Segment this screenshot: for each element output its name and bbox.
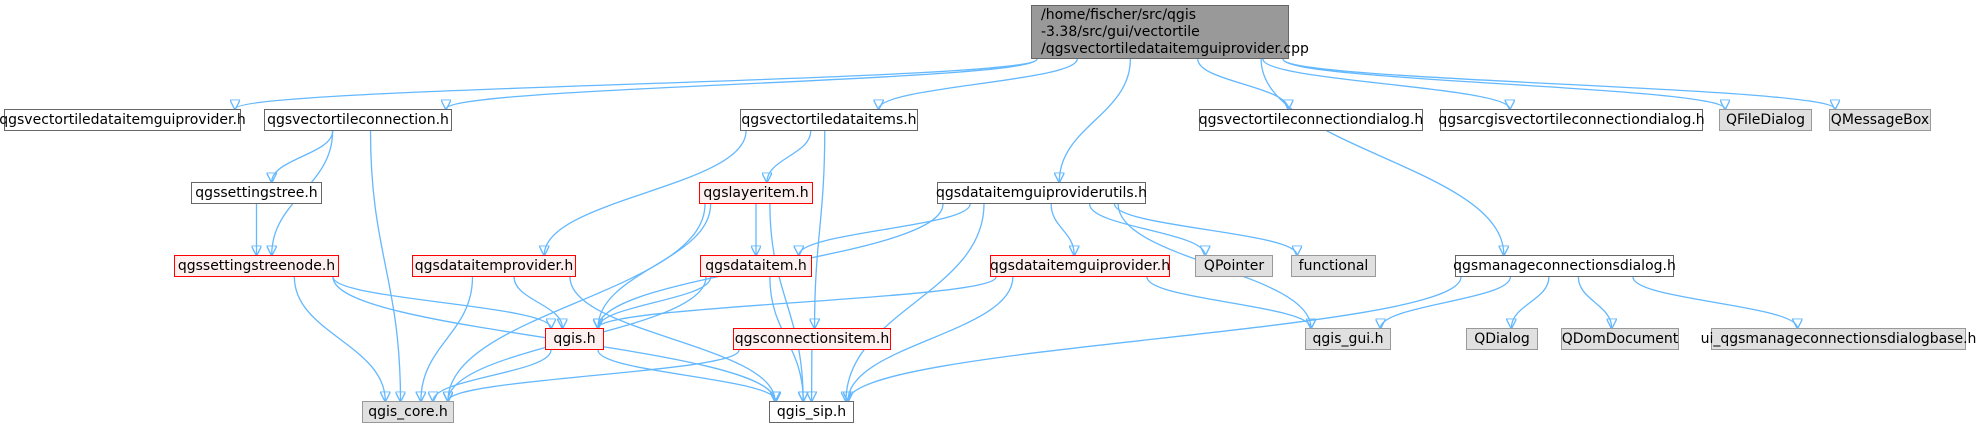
edge-layeritem_h-to-qgis_core_h — [448, 204, 705, 401]
edge-manageconndialog_h-to-qdomdocument — [1578, 277, 1611, 328]
edge-root-to-dataitemguiutils_h — [1059, 59, 1130, 182]
node-qgsvectortileconnectiondialog-h[interactable]: qgsvectortileconnectiondialog.h — [1199, 109, 1423, 131]
node-qmessagebox: QMessageBox — [1829, 109, 1931, 131]
edge-dataitemguiutils_h-to-dataitemguiprovider_h — [1051, 204, 1074, 255]
node-qgsvectortiledataitemguiprovider-h[interactable]: qgsvectortiledataitemguiprovider.h — [4, 109, 241, 131]
node-qgis-core-h: qgis_core.h — [362, 401, 454, 423]
edge-manageconndialog_h-to-qgis_gui_h — [1380, 277, 1510, 328]
node-qgssettingstreenode-h[interactable]: qgssettingstreenode.h — [174, 255, 339, 277]
edge-dataitemguiutils_h-to-qpointer — [1090, 204, 1206, 255]
edge-manageconndialog_h-to-qdialog — [1511, 277, 1549, 328]
node-qgsdataitemprovider-h[interactable]: qgsdataitemprovider.h — [412, 255, 576, 277]
edge-root-to-vtdigp_h — [235, 59, 1037, 109]
node-qgsvectortileconnection-h[interactable]: qgsvectortileconnection.h — [264, 109, 452, 131]
node-qgis-h[interactable]: qgis.h — [545, 328, 604, 350]
node-qdialog: QDialog — [1466, 328, 1538, 350]
node-root-source-file: /home/fischer/src/qgis -3.38/src/gui/vec… — [1031, 5, 1289, 59]
node-qgsvectortiledataitems-h[interactable]: qgsvectortiledataitems.h — [740, 109, 918, 131]
node-qfiledialog: QFileDialog — [1719, 109, 1812, 131]
edge-dataitemguiutils_h-to-dataitem_h — [799, 204, 970, 255]
edge-vtconn_h-to-qgis_core_h — [371, 131, 401, 401]
edge-settingstreenode_h-to-qgis_core_h — [294, 277, 385, 401]
node-qpointer: QPointer — [1195, 255, 1273, 277]
edge-vtdataitems_h-to-layeritem_h — [767, 131, 811, 182]
node-qgis-sip-h[interactable]: qgis_sip.h — [769, 401, 854, 423]
node-qgsdataitem-h[interactable]: qgsdataitem.h — [700, 255, 812, 277]
edge-qgis_h-to-qgis_core_h — [433, 350, 551, 401]
edge-root-to-vtdataitems_h — [879, 59, 1078, 109]
node-qgsmanageconnectionsdialog-h[interactable]: qgsmanageconnectionsdialog.h — [1455, 255, 1674, 277]
node-functional: functional — [1291, 255, 1376, 277]
node-qgis-gui-h: qgis_gui.h — [1305, 328, 1391, 350]
node-qgslayeritem-h[interactable]: qgslayeritem.h — [699, 182, 813, 204]
edge-vtdataitems_h-to-connectionsitem_h — [815, 131, 825, 328]
node-qgsdataitemguiprovider-h[interactable]: qgsdataitemguiprovider.h — [990, 255, 1170, 277]
edge-root-to-qmessagebox — [1283, 59, 1835, 109]
edge-qgis_h-to-qgis_sip_h — [598, 350, 776, 401]
node-qdomdocument: QDomDocument — [1561, 328, 1679, 350]
edge-dataitemguiutils_h-to-functional — [1115, 204, 1298, 255]
edge-dataitemguiprovider_h-to-qgis_gui_h — [1147, 277, 1311, 328]
node-qgsconnectionsitem-h[interactable]: qgsconnectionsitem.h — [733, 328, 891, 350]
edge-root-to-qfiledialog — [1283, 59, 1725, 109]
edge-dataitemprovider_h-to-qgis_h — [514, 277, 562, 328]
node-qgssettingstree-h[interactable]: qgssettingstree.h — [191, 182, 322, 204]
node-ui-qgsmanageconnectionsdialogbase-h: ui_qgsmanageconnectionsdialogbase.h — [1711, 328, 1966, 350]
edge-root-to-vtconn_h — [446, 59, 1037, 109]
node-qgsdataitemguiproviderutils-h[interactable]: qgsdataitemguiproviderutils.h — [937, 182, 1146, 204]
edge-vtconn_h-to-settingstree_h — [272, 131, 333, 182]
edge-manageconndialog_h-to-ui_manageconn_h — [1633, 277, 1797, 328]
node-qgsarcgisvectortileconnectiondialog-h[interactable]: qgsarcgisvectortileconnectiondialog.h — [1440, 109, 1703, 131]
edge-root-to-manageconndialog_h — [1261, 59, 1504, 255]
